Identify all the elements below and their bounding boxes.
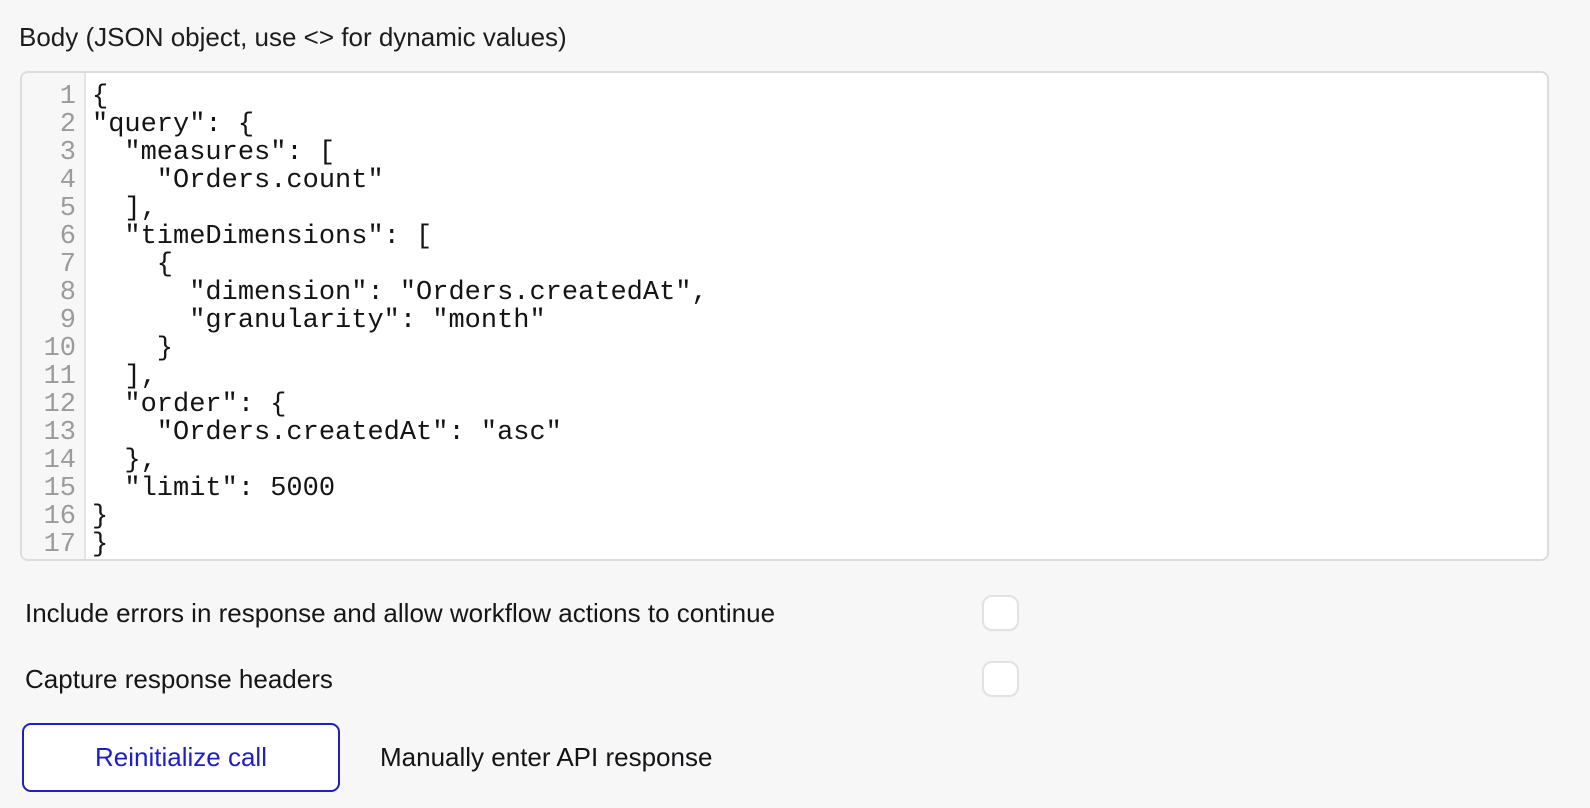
line-number: 14 [43,446,76,476]
code-line: 4 "Orders.count" [22,167,1547,195]
code-line: 17} [22,531,1547,559]
code-line: 14 }, [22,447,1547,475]
body-field-label: Body (JSON object, use <> for dynamic va… [19,22,567,52]
line-number: 5 [59,194,76,224]
code-text: "Orders.count" [92,166,384,196]
code-text: "granularity": "month" [92,306,546,336]
code-line: 9 "granularity": "month" [22,307,1547,335]
code-line: 12 "order": { [22,391,1547,419]
line-number: 9 [59,306,76,336]
code-text: "measures": [ [92,138,336,168]
code-line: 5 ], [22,195,1547,223]
code-text: }, [92,446,157,476]
code-line: 2 "query": { [22,111,1547,139]
line-number: 10 [43,334,76,364]
manually-enter-api-response-link[interactable]: Manually enter API response [380,742,713,772]
capture-headers-option-row: Capture response headers [25,661,1019,697]
line-number: 15 [43,474,76,504]
line-number: 7 [59,250,76,280]
json-body-editor[interactable]: 1{2"query": {3 "measures": [4 "Orders.co… [20,71,1549,561]
footer-actions: Reinitialize call Manually enter API res… [22,723,1590,792]
line-number: 8 [59,278,76,308]
code-line: 1{ [22,83,1547,111]
capture-headers-label: Capture response headers [25,663,333,694]
line-number: 13 [43,418,76,448]
code-text: } [92,502,109,532]
code-line: 11 ], [22,363,1547,391]
code-line: 16} [22,503,1547,531]
code-text: "order": { [92,390,287,420]
code-line: 13 "Orders.createdAt": "asc" [22,419,1547,447]
code-text: ], [92,362,157,392]
code-text: "Orders.createdAt": "asc" [92,418,562,448]
code-line: 3 "measures": [ [22,139,1547,167]
include-errors-label: Include errors in response and allow wor… [25,597,776,628]
code-text: "limit": 5000 [92,474,336,504]
code-line: 8 "dimension": "Orders.createdAt", [22,279,1547,307]
line-number: 1 [59,82,76,112]
line-number: 3 [59,138,76,168]
code-line: 10 } [22,335,1547,363]
line-number: 16 [43,502,76,532]
code-text: { [92,250,174,280]
code-text: ], [92,194,157,224]
capture-headers-checkbox[interactable] [982,661,1019,697]
code-text: } [92,334,174,364]
code-lines: 1{2"query": {3 "measures": [4 "Orders.co… [22,73,1547,559]
code-text: "dimension": "Orders.createdAt", [92,278,708,308]
code-text: "query": { [92,110,255,140]
line-number: 11 [43,362,76,392]
line-number: 17 [43,530,76,560]
line-number: 6 [59,222,76,252]
code-line: 6 "timeDimensions": [ [22,223,1547,251]
include-errors-option-row: Include errors in response and allow wor… [25,595,1019,631]
code-line: 15 "limit": 5000 [22,475,1547,503]
code-line: 7 { [22,251,1547,279]
code-text: } [92,530,109,560]
line-number: 4 [59,166,76,196]
reinitialize-call-button[interactable]: Reinitialize call [22,723,340,792]
include-errors-checkbox[interactable] [982,595,1019,631]
line-number: 2 [59,110,76,140]
line-number: 12 [43,390,76,420]
code-text: "timeDimensions": [ [92,222,433,252]
code-text: { [92,82,109,112]
